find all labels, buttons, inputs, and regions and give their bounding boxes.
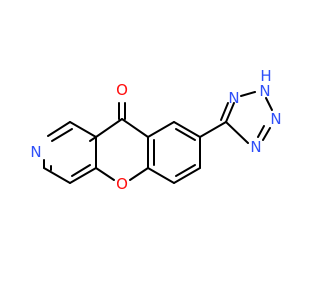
- bond-c9-c9a: [95, 118, 123, 138]
- bond-c4-c4a-double: [71, 164, 91, 177]
- bond-c7-ctetrazole: [199, 121, 227, 138]
- atom-label-layer: O O N N H N N N: [30, 67, 281, 193]
- bond-layer: [43, 91, 273, 184]
- bond-n4-c5t: [225, 121, 249, 144]
- bond-c4-c4a: [69, 167, 97, 184]
- bond-n3-n4-double: [257, 125, 265, 138]
- tetrazole-n1-label: N: [228, 89, 239, 107]
- bond-c6-c5-double: [175, 164, 196, 177]
- bond-aromatic-hint: [89, 136, 97, 142]
- ring-oxygen-label: O: [116, 175, 128, 193]
- carbonyl-oxygen-label: O: [116, 81, 128, 99]
- tetrazole-nh-hydrogen-label: H: [260, 67, 271, 85]
- tetrazole-n2-label: N: [259, 82, 270, 100]
- bond-c3-c4: [43, 167, 71, 184]
- bond-c4a-o: [95, 167, 115, 181]
- bond-n3-n4: [262, 127, 271, 141]
- bond-c1-n2: [47, 121, 71, 137]
- tetrazole-n4-label: N: [250, 138, 261, 156]
- molecule-diagram: O O N N H N N N: [30, 67, 281, 193]
- tetrazole-n3-label: N: [270, 110, 281, 128]
- bond-c5t-n1: [225, 102, 235, 123]
- structure-drawing: O O N N H N N N: [30, 67, 281, 193]
- bond-c8-c7: [173, 121, 201, 138]
- bond-c5t-n1-double: [220, 102, 229, 121]
- bond-c1-n2-double: [51, 128, 73, 142]
- bond-c8a-c8: [147, 121, 175, 138]
- bond-c5-c10a: [147, 167, 175, 184]
- pyridine-nitrogen-label: N: [30, 143, 41, 161]
- bond-n2-n3: [265, 97, 273, 111]
- bond-c6-c5: [173, 167, 201, 184]
- bond-n1-n2: [240, 91, 256, 97]
- bond-c8-c7-double: [175, 128, 196, 141]
- bond-c9a-c1: [69, 121, 97, 138]
- bond-c10a-o: [129, 167, 149, 181]
- bond-c9-c8a: [121, 118, 149, 138]
